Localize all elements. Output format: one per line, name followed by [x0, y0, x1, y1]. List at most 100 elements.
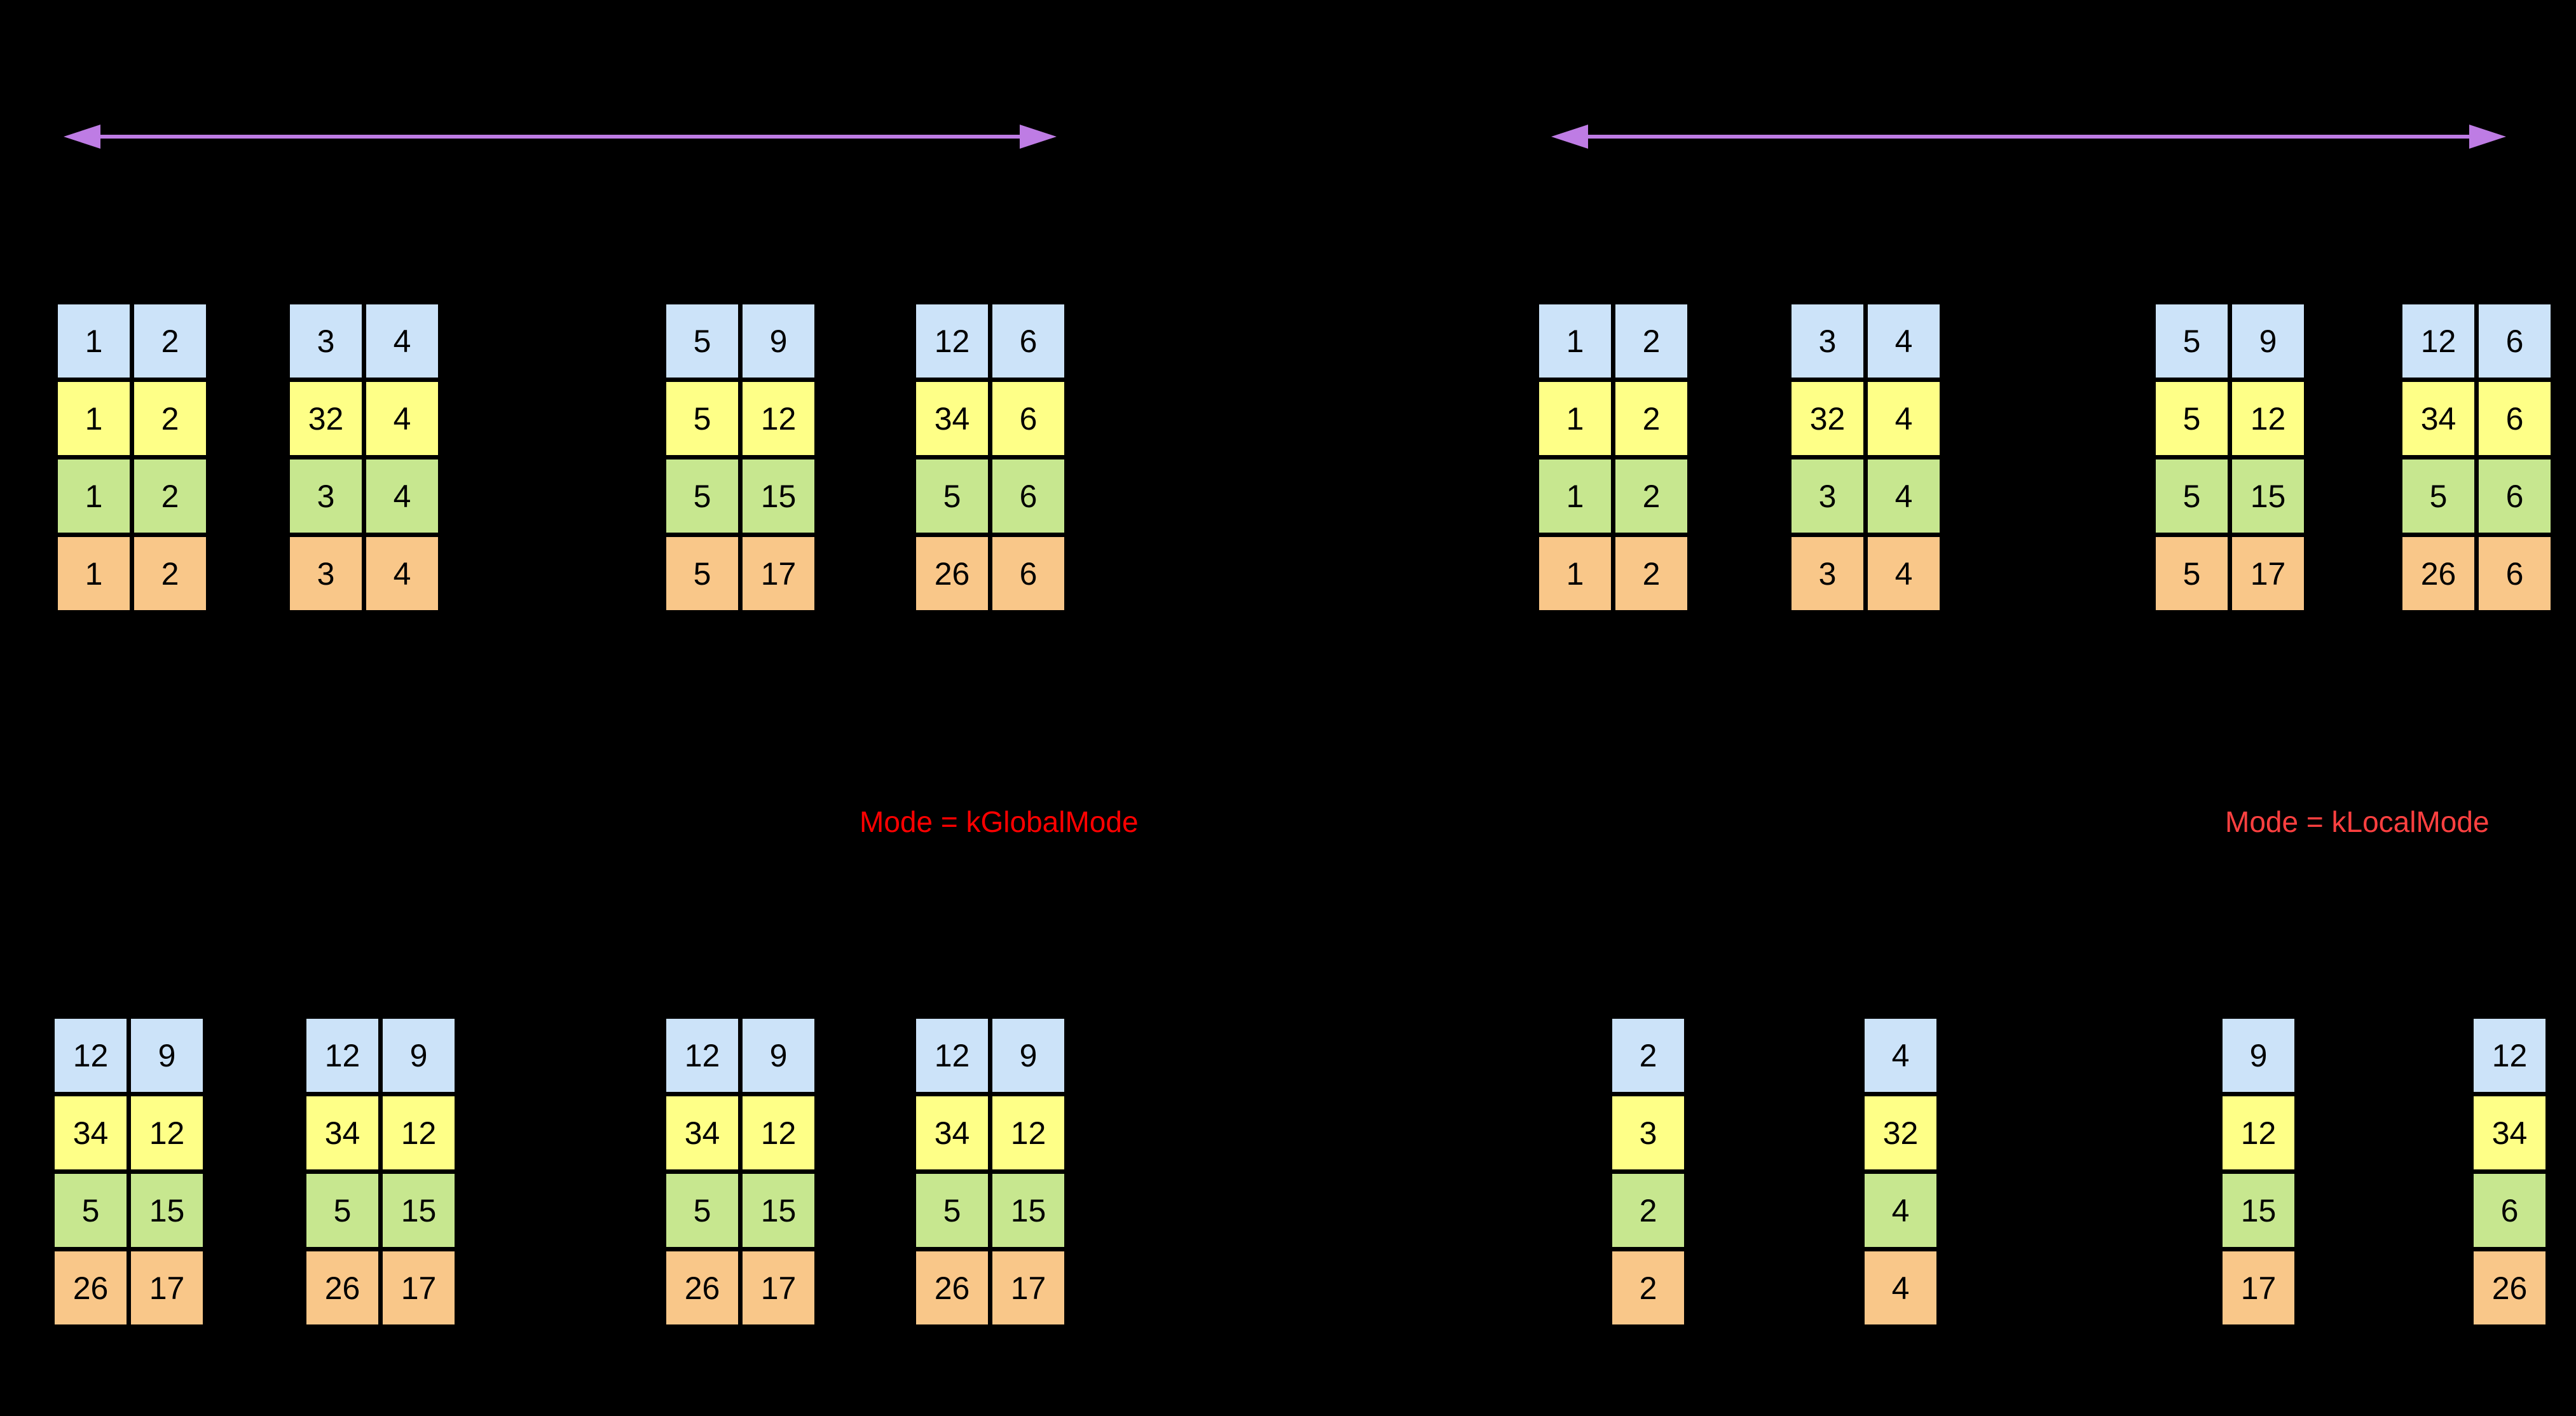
- table-cell: 6: [992, 536, 1065, 611]
- table-cell: 5: [2155, 459, 2228, 533]
- table-cell: 32: [289, 381, 362, 456]
- table-cell: 34: [306, 1096, 379, 1170]
- table-cell: 26: [54, 1251, 127, 1325]
- table-cell: 5: [915, 1173, 989, 1248]
- table-cell: 17: [742, 1251, 815, 1325]
- table-row: 2: [1612, 1018, 1685, 1093]
- table-cell: 4: [366, 381, 439, 456]
- table-cell: 17: [742, 536, 815, 611]
- table-cell: 34: [915, 381, 989, 456]
- table-cell: 3: [1612, 1096, 1685, 1170]
- table-cell: 26: [915, 1251, 989, 1325]
- table-cell: 4: [366, 459, 439, 533]
- table-cell: 15: [992, 1173, 1065, 1248]
- table-cell: 15: [2222, 1173, 2295, 1248]
- table-cell: 4: [1864, 1018, 1937, 1093]
- table-cell: 15: [742, 459, 815, 533]
- table-cell: 12: [666, 1018, 739, 1093]
- table-row: 2: [1612, 1251, 1685, 1325]
- global-mode-label: Mode = kGlobalMode: [860, 805, 1139, 838]
- table-cell: 34: [2402, 381, 2475, 456]
- local-mode-label: Mode = kLocalMode: [2225, 805, 2490, 838]
- arrow-line: [1577, 135, 2481, 139]
- table-cell: 12: [742, 1096, 815, 1170]
- table-row: 6: [2473, 1173, 2546, 1248]
- table-cell: 9: [992, 1018, 1065, 1093]
- table-cell: 2: [1612, 1018, 1685, 1093]
- arrow-line: [89, 135, 1031, 139]
- table-cell: 4: [1864, 1251, 1937, 1325]
- table-cell: 32: [1791, 381, 1864, 456]
- table-row: 4: [1864, 1251, 1937, 1325]
- table-cell: 5: [306, 1173, 379, 1248]
- table-row: 9: [2222, 1018, 2295, 1093]
- table-cell: 5: [666, 304, 739, 378]
- table-row: 2: [1612, 1173, 1685, 1248]
- table-cell: 12: [54, 1018, 127, 1093]
- table-cell: 4: [1867, 459, 1940, 533]
- table-cell: 6: [992, 381, 1065, 456]
- table-cell: 5: [666, 459, 739, 533]
- arrowhead-right-icon: [2469, 125, 2506, 149]
- table-cell: 12: [382, 1096, 455, 1170]
- table-row: 4: [1864, 1018, 1937, 1093]
- table-cell: 4: [1867, 381, 1940, 456]
- table-row: 3: [1612, 1096, 1685, 1170]
- table-row: 17: [2222, 1251, 2295, 1325]
- table-cell: 2: [134, 304, 207, 378]
- table-cell: 2: [134, 536, 207, 611]
- table-cell: 12: [306, 1018, 379, 1093]
- table-cell: 1: [1538, 304, 1612, 378]
- table-cell: 26: [2402, 536, 2475, 611]
- table-cell: 3: [289, 304, 362, 378]
- table-cell: 4: [1864, 1173, 1937, 1248]
- table-row: 4: [1864, 1173, 1937, 1248]
- table-cell: 4: [366, 536, 439, 611]
- table-cell: 34: [915, 1096, 989, 1170]
- table-cell: 15: [130, 1173, 203, 1248]
- table-cell: 1: [57, 381, 130, 456]
- table-cell: 12: [2402, 304, 2475, 378]
- table-cell: 5: [2155, 381, 2228, 456]
- table-cell: 2: [1615, 304, 1688, 378]
- table-cell: 5: [666, 536, 739, 611]
- table-cell: 6: [2478, 381, 2551, 456]
- table-cell: 3: [289, 459, 362, 533]
- table-cell: 12: [915, 304, 989, 378]
- table-row: 15: [2222, 1173, 2295, 1248]
- table-cell: 6: [2478, 536, 2551, 611]
- table-cell: 6: [992, 459, 1065, 533]
- table-cell: 9: [382, 1018, 455, 1093]
